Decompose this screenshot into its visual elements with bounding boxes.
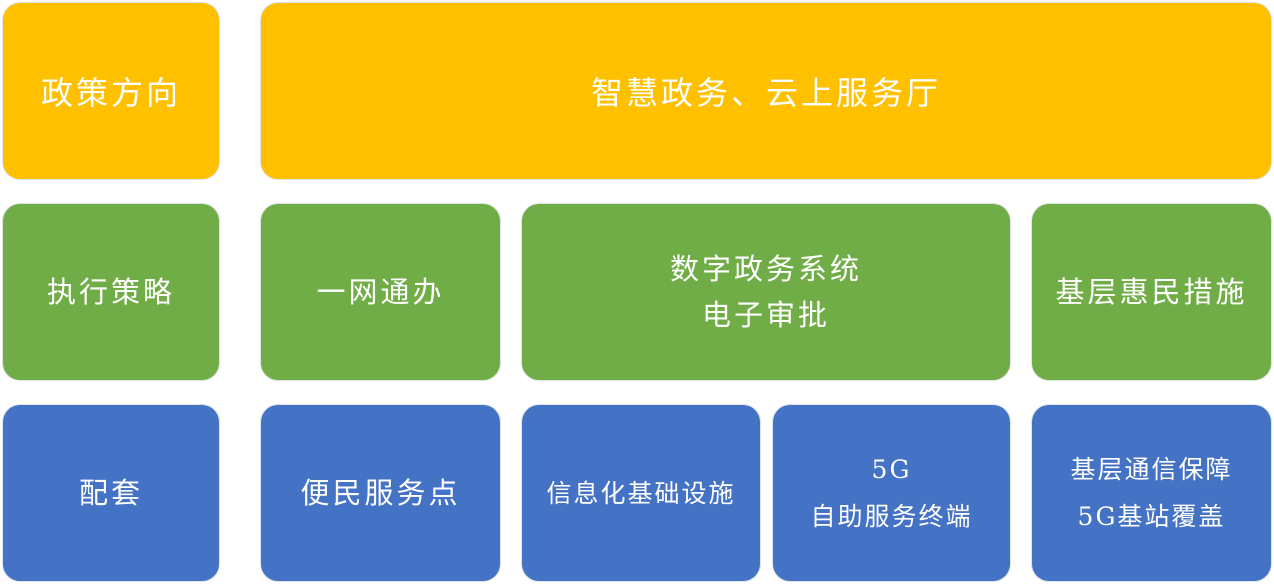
- support-text: 5G: [871, 455, 912, 484]
- support-box-5g-terminal: 5G 自助服务终端: [773, 405, 1010, 581]
- support-text: 信息化基础设施: [546, 478, 736, 508]
- support-box-infrastructure: 信息化基础设施: [522, 405, 760, 581]
- support-text: 5G基站覆盖: [1077, 502, 1226, 531]
- row-label-text: 执行策略: [46, 275, 175, 309]
- row-label-policy: 政策方向: [3, 3, 219, 179]
- strategy-box-grassroots: 基层惠民措施: [1032, 204, 1271, 380]
- row-label-text: 配套: [78, 476, 143, 510]
- policy-box: 智慧政务、云上服务厅: [261, 3, 1271, 179]
- support-text: 便民服务点: [300, 476, 461, 510]
- strategy-text: 基层惠民措施: [1055, 275, 1248, 309]
- row-label-strategy: 执行策略: [3, 204, 219, 380]
- support-box-5g-coverage: 基层通信保障 5G基站覆盖: [1032, 405, 1271, 581]
- support-text: 自助服务终端: [810, 502, 973, 531]
- strategy-text: 电子审批: [701, 298, 830, 332]
- row-label-text: 政策方向: [40, 74, 181, 112]
- strategy-box-digital-gov: 数字政务系统电子审批: [522, 204, 1010, 380]
- policy-text: 智慧政务、云上服务厅: [590, 74, 941, 112]
- strategy-text: 一网通办: [316, 275, 445, 309]
- row-label-support: 配套: [3, 405, 219, 581]
- strategy-text: 数字政务系统: [669, 252, 862, 286]
- strategy-box-one-stop: 一网通办: [261, 204, 500, 380]
- support-box-service-point: 便民服务点: [261, 405, 500, 581]
- support-text: 基层通信保障: [1070, 455, 1233, 484]
